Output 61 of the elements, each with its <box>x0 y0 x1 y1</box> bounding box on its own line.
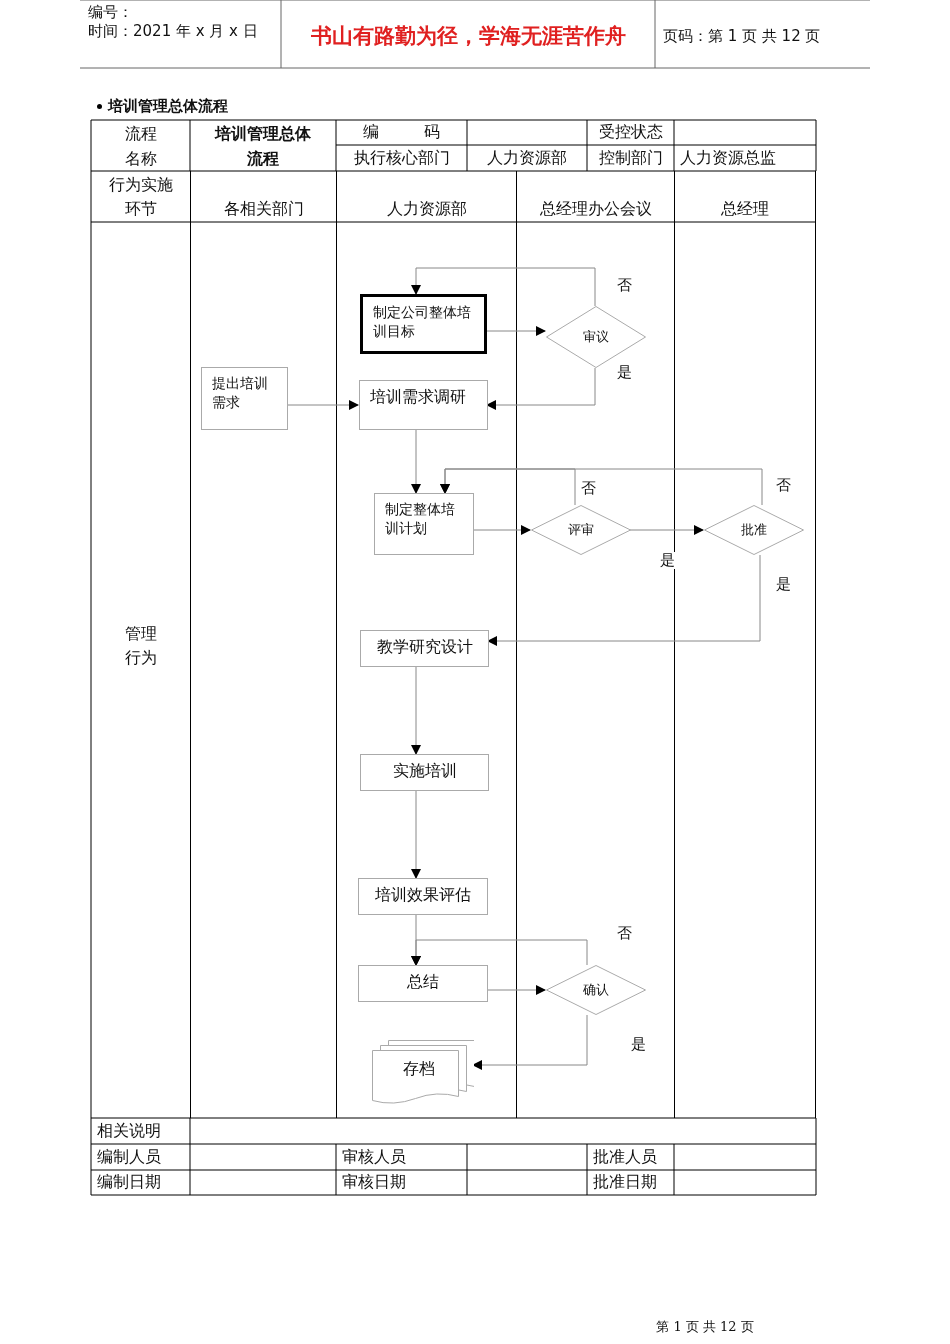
row-header: 管理行为 <box>123 623 158 669</box>
process-box: 总结 <box>358 965 488 1002</box>
field-label: 控制部门 <box>598 147 663 169</box>
arrow <box>472 525 531 535</box>
field-label: 相关说明 <box>97 1120 161 1142</box>
decision-diamond: 评审 <box>531 505 631 555</box>
process-box: 培训需求调研 <box>359 380 488 430</box>
arrow <box>486 985 546 995</box>
lane-header: 各相关部门 <box>223 198 304 220</box>
arrow <box>440 468 763 506</box>
page-number: 页码：第 1 页 共 12 页 <box>663 26 821 46</box>
arrow <box>486 367 596 410</box>
row-header: 行为实施环节 <box>107 173 174 220</box>
section-title: 培训管理总体流程 <box>108 97 228 116</box>
field-label: 编制人员 <box>97 1146 161 1168</box>
field-value: 人力资源总监 <box>680 147 776 169</box>
field-label: 执行核心部门 <box>353 147 450 169</box>
process-box: 培训效果评估 <box>358 878 488 915</box>
decision-diamond: 确认 <box>546 965 646 1015</box>
edge-label: 否 <box>580 480 597 497</box>
process-box: 制定公司整体培训目标 <box>360 294 487 354</box>
arrow <box>286 400 359 410</box>
motto-heading: 书山有路勤为径，学海无涯苦作舟 <box>310 23 626 50</box>
lane-header: 人力资源部 <box>386 198 467 220</box>
edge-label: 是 <box>659 552 676 569</box>
arrow <box>472 1014 588 1070</box>
field-label: 编 码 <box>362 122 441 143</box>
arrow <box>485 326 546 336</box>
process-box: 制定整体培训计划 <box>374 493 474 555</box>
arrow <box>411 666 421 755</box>
lane-header: 总经理办公会议 <box>539 198 652 220</box>
edge-label: 是 <box>775 576 792 593</box>
edge-label: 否 <box>616 925 633 942</box>
lane-header: 总经理 <box>721 198 769 220</box>
edge-label: 是 <box>616 364 633 381</box>
page-footer: 第 1 页 共 12 页 <box>656 1318 754 1336</box>
process-box: 提出培训需求 <box>201 367 288 430</box>
arrow <box>411 939 588 966</box>
arrow <box>411 790 421 879</box>
swimlane <box>674 171 816 1118</box>
field-label: 流程名称 <box>123 122 158 170</box>
document-number-label: 编号： <box>88 2 133 22</box>
field-label: 批准人员 <box>593 1146 657 1168</box>
decision-diamond: 批准 <box>704 505 804 555</box>
edge-label: 否 <box>775 477 792 494</box>
field-label: 编制日期 <box>97 1172 161 1193</box>
field-label: 受控状态 <box>598 122 663 143</box>
arrow <box>487 554 761 646</box>
date-label: 时间：2021 年 x 月 x 日 <box>88 21 258 41</box>
process-box: 教学研究设计 <box>360 630 489 667</box>
field-value: 人力资源部 <box>487 147 567 169</box>
edge-label: 否 <box>616 277 633 294</box>
arrow <box>411 267 596 307</box>
process-box: 实施培训 <box>360 754 489 791</box>
process-name: 培训管理总体流程 <box>214 122 312 170</box>
field-label: 审核日期 <box>342 1172 406 1193</box>
arrow <box>411 429 421 494</box>
edge-label: 是 <box>630 1036 647 1053</box>
field-label: 批准日期 <box>593 1172 657 1193</box>
field-label: 审核人员 <box>342 1146 406 1168</box>
arrow <box>629 525 704 535</box>
